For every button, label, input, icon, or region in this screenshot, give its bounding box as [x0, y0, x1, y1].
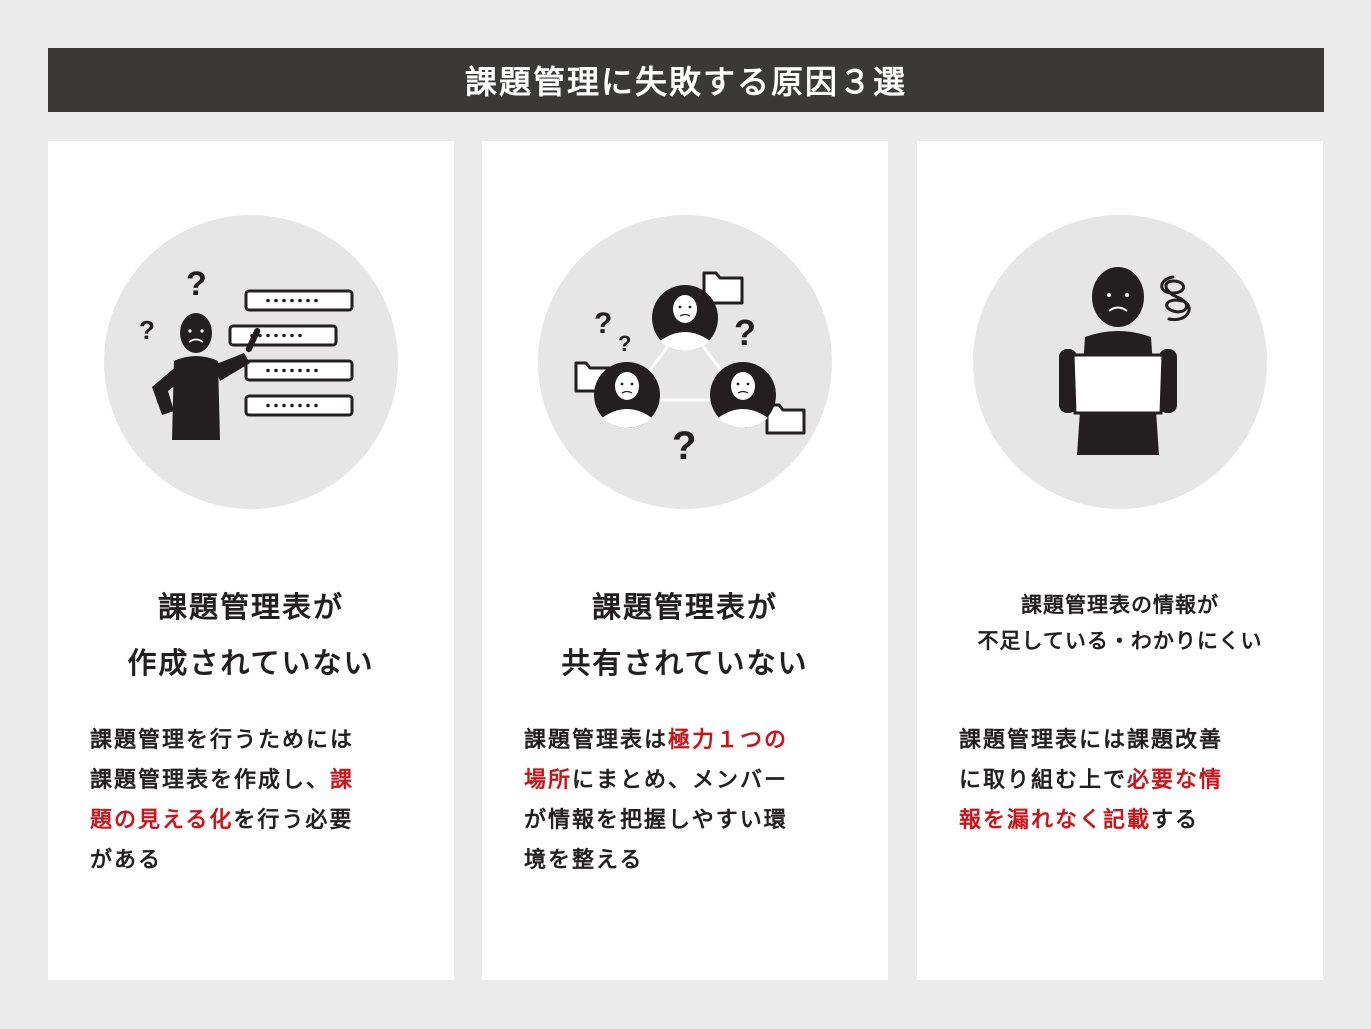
desc-text: する — [1151, 808, 1200, 833]
desc-text: 課題管理表には課題改善 — [959, 728, 1224, 753]
desc-line: 題の見える化を行う必要 — [90, 801, 420, 841]
desc-highlight: 場所 — [524, 768, 573, 793]
desc-text: 課題管理を行うためには — [90, 728, 355, 753]
desc-text: 課題管理表を作成し、 — [90, 768, 331, 793]
reason-heading: 課題管理表が 作成されていない — [48, 579, 454, 691]
desc-line: 課題管理表を作成し、課 — [90, 761, 420, 801]
svg-text:?: ? — [139, 315, 155, 345]
heading-line: 共有されていない — [561, 646, 809, 680]
heading-line: 不足している・わかりにくい — [977, 629, 1263, 653]
desc-text: にまとめ、メンバー — [572, 768, 789, 793]
svg-text:?: ? — [186, 265, 207, 303]
heading-line: 課題管理表が — [157, 590, 344, 624]
svg-text:?: ? — [594, 307, 612, 340]
heading-line: 作成されていない — [127, 646, 375, 680]
person-with-list-confused-icon: ? ? — [104, 215, 398, 509]
heading-line: 課題管理表の情報が — [1021, 593, 1219, 617]
person-reading-confused-icon — [973, 215, 1267, 509]
desc-text: が情報を把握しやすい環 — [524, 808, 788, 833]
desc-text: 課題管理表は — [524, 728, 669, 753]
reason-card-1: ? ? 課題管理表が 作成されていない 課題管理を行うためには 課題管理表を作成… — [48, 141, 454, 980]
reason-card-3: 課題管理表の情報が 不足している・わかりにくい 課題管理表には課題改善 に取り組… — [917, 141, 1323, 980]
svg-text:?: ? — [672, 424, 696, 468]
desc-highlight: 必要な情 — [1127, 768, 1224, 793]
title-bar: 課題管理に失敗する原因３選 — [48, 48, 1324, 112]
reason-heading: 課題管理表が 共有されていない — [482, 579, 888, 691]
team-not-sharing-icon: ? ? ? ? — [538, 215, 832, 509]
desc-line: 報を漏れなく記載する — [959, 801, 1289, 841]
svg-text:?: ? — [734, 312, 756, 353]
desc-text: を行う必要 — [233, 808, 354, 833]
svg-text:?: ? — [618, 331, 631, 356]
reason-heading: 課題管理表の情報が 不足している・わかりにくい — [917, 587, 1323, 659]
desc-highlight: 極力１つの — [668, 728, 789, 753]
desc-line: が情報を把握しやすい環 — [524, 801, 854, 841]
heading-line: 課題管理表が — [591, 590, 778, 624]
desc-text: がある — [90, 848, 163, 873]
desc-text: に取り組む上で — [959, 768, 1128, 793]
reason-card-2: ? ? ? ? 課題管理表が 共有されていない 課題管理表は極力１つの 場所にま… — [482, 141, 888, 980]
page-title: 課題管理に失敗する原因３選 — [464, 63, 907, 101]
desc-line: 境を整える — [524, 841, 854, 881]
reason-description: 課題管理表には課題改善 に取り組む上で必要な情 報を漏れなく記載する — [959, 721, 1289, 841]
desc-line: に取り組む上で必要な情 — [959, 761, 1289, 801]
desc-highlight: 報を漏れなく記載 — [959, 808, 1152, 833]
desc-line: 課題管理を行うためには — [90, 721, 420, 761]
desc-line: 場所にまとめ、メンバー — [524, 761, 854, 801]
desc-line: 課題管理表は極力１つの — [524, 721, 854, 761]
desc-highlight: 課 — [330, 768, 355, 793]
reason-description: 課題管理を行うためには 課題管理表を作成し、課 題の見える化を行う必要 がある — [90, 721, 420, 881]
desc-line: 課題管理表には課題改善 — [959, 721, 1289, 761]
desc-text: 境を整える — [524, 848, 644, 873]
desc-highlight: 題の見える化 — [90, 808, 234, 833]
desc-line: がある — [90, 841, 420, 881]
reason-description: 課題管理表は極力１つの 場所にまとめ、メンバー が情報を把握しやすい環 境を整え… — [524, 721, 854, 881]
